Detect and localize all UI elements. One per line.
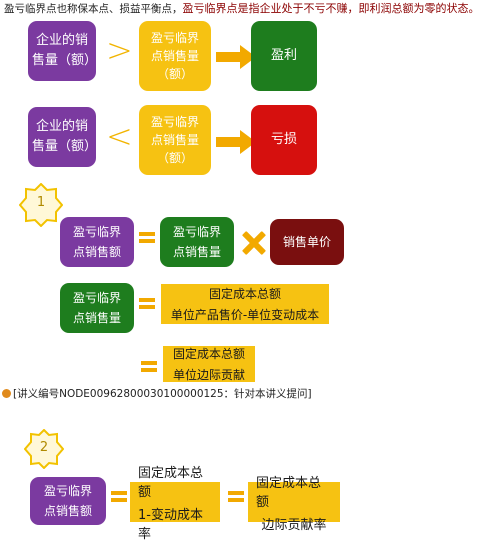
row2-result-loss: 亏损 xyxy=(251,105,317,175)
badge-2-seal-icon xyxy=(24,429,64,469)
row1-sales-box: 企业的销 售量（额） xyxy=(28,21,97,81)
f2-breakeven-sales-amount: 盈亏临界 点销售额 xyxy=(30,477,106,525)
eq1-breakeven-sales-volume: 盈亏临界 点销售量 xyxy=(160,217,234,267)
eq1-unit-price: 销售单价 xyxy=(270,219,344,265)
badge-1-label: 1 xyxy=(36,195,46,210)
eq3-equals-icon xyxy=(141,358,157,375)
row2-sales-box: 企业的销 售量（额） xyxy=(28,107,97,167)
eq2-fraction: 固定成本总额 单位产品售价-单位变动成本 xyxy=(161,284,329,324)
row1-breakeven-box: 盈亏临界 点销售量 （额） xyxy=(139,21,211,91)
f2-equals-icon-2 xyxy=(228,488,244,505)
less-than-sign: < xyxy=(106,117,133,155)
row1-result-profit: 盈利 xyxy=(251,21,317,91)
lecture-question-link[interactable]: [讲义编号NODE00962800030100000125：针对本讲义提问] xyxy=(2,386,312,401)
row2-arrow-icon xyxy=(216,130,256,154)
header-note-part2: 盈亏临界点是指企业处于不亏不赚，即利润总额为零的状态。 xyxy=(182,2,480,15)
row1-arrow-icon xyxy=(216,45,256,69)
f2-frac2-numerator: 固定成本总额 xyxy=(256,475,322,510)
badge-2-label: 2 xyxy=(39,440,49,455)
f2-frac1-numerator: 固定成本总额 xyxy=(138,466,204,500)
badge-1-seal-icon xyxy=(19,183,63,227)
eq3-fraction: 固定成本总额 单位边际贡献 xyxy=(163,346,255,382)
lecture-icon xyxy=(2,389,11,398)
eq2-denominator: 单位产品售价-单位变动成本 xyxy=(170,308,320,322)
f2-fraction-1: 固定成本总额 1-变动成本率 xyxy=(130,466,220,542)
greater-than-sign: > xyxy=(106,31,133,69)
f2-equals-icon-1 xyxy=(111,488,127,505)
multiply-icon xyxy=(241,230,267,256)
eq2-numerator: 固定成本总额 xyxy=(208,287,281,301)
lecture-ref-text: [讲义编号NODE00962800030100000125：针对本讲义提问] xyxy=(13,388,312,400)
f2-frac1-denominator: 1-变动成本率 xyxy=(138,508,203,542)
eq2-breakeven-sales-volume: 盈亏临界 点销售量 xyxy=(60,283,134,333)
header-note: 盈亏临界点也称保本点、损益平衡点，盈亏临界点是指企业处于不亏不赚，即利润总额为零… xyxy=(4,2,480,16)
f2-fraction-2: 固定成本总额 边际贡献率 xyxy=(248,476,340,533)
header-note-part1: 盈亏临界点也称保本点、损益平衡点， xyxy=(4,3,183,15)
eq1-breakeven-sales-amount: 盈亏临界 点销售额 xyxy=(60,217,134,267)
eq1-equals-icon xyxy=(139,229,155,246)
eq3-numerator: 固定成本总额 xyxy=(172,347,245,361)
eq2-equals-icon xyxy=(139,295,155,312)
eq3-denominator: 单位边际贡献 xyxy=(172,368,245,382)
f2-frac2-denominator: 边际贡献率 xyxy=(261,517,327,533)
row2-breakeven-box: 盈亏临界 点销售量 （额） xyxy=(139,105,211,175)
